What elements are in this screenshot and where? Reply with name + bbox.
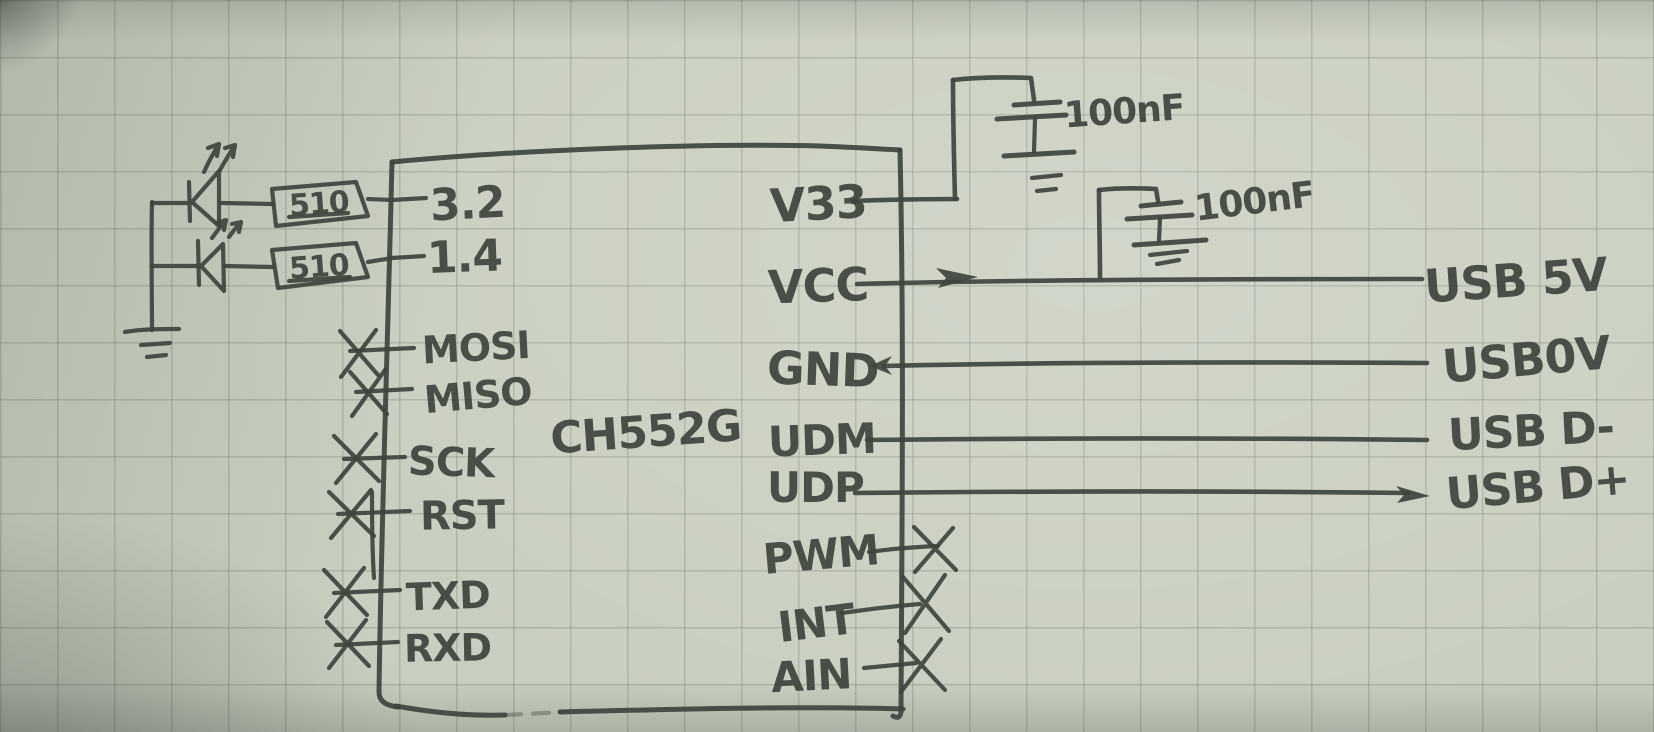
int-no-connect-x-icon [900,572,952,636]
cap1-ground-icon [1001,149,1077,159]
rst-no-connect-x-icon [326,487,377,541]
pwm-no-connect-x-icon [911,524,959,575]
ain-no-connect-x-icon [896,636,948,695]
led1-icon-cathode-bar [186,179,193,224]
cap2-stem [1156,216,1163,243]
vcc-arrowhead-icon [936,268,978,288]
pin-label-udm: UDM [767,414,876,467]
pin-label-sck: SCK [407,438,498,487]
led-indicator-circuit: 510 510 [122,141,429,360]
vcc-wire [854,276,1425,287]
led1-icon-arrow2 [217,142,238,173]
chip-right-pins: V33 VCC GND UDM UDP PWM INT AIN [761,174,959,702]
ground-icon [122,326,182,335]
resistor1-underline [286,210,351,220]
chip-edge-bottom-right [557,705,906,715]
cap1-ground-bar3 [1034,186,1059,194]
txd-no-connect-x-icon [321,565,370,620]
net-label-usb-dplus: USB D+ [1444,453,1631,520]
chip-edge-left [376,159,401,710]
net-label-usb-dminus: USB D- [1447,402,1615,462]
udm-wire [864,436,1430,443]
sck-no-connect-x-icon [331,431,382,486]
cap1-value: 100nF [1063,87,1186,136]
pin-label-3-2: 3.2 [429,177,507,232]
chip-label: CH552G [549,400,743,464]
int-pin-stub [839,601,923,616]
pin-label-v33: V33 [769,174,868,233]
pin-label-rxd: RXD [404,625,492,671]
resistor1-value: 510 [288,185,350,224]
chip-edge-right [890,147,905,720]
cap2-value: 100nF [1192,174,1316,229]
cap2-ground-bar2 [1147,248,1190,258]
v33-decoupling: 100nF [850,75,1186,204]
gnd-wire [881,360,1430,369]
resistor1-wire-to-chip [365,195,429,203]
udp-wire [852,489,1411,496]
cap1-stem [1031,116,1038,155]
led2-icon-arrow2 [226,219,244,240]
miso-no-connect-x-icon [347,367,390,419]
pin-label-int: INT [775,594,858,652]
cap1-riser [950,77,958,202]
v33-wire [850,196,960,204]
pin-label-txd: TXD [405,573,490,620]
led2-icon-cathode-bar [195,238,202,288]
cap2-riser [1096,187,1103,280]
udp-arrowhead-icon [1396,486,1430,503]
led2-icon-arrow1 [209,217,229,241]
cap1-icon-plate1 [1011,99,1063,108]
vcc-usb5v-net: 100nF USB 5V [854,174,1610,314]
led2-icon-triangle [198,241,227,294]
resistor2-wire-to-chip [365,253,427,265]
pin-label-mosi: MOSI [421,323,531,373]
led2-wire-right [222,263,276,270]
pin-label-rst: RST [420,492,506,539]
net-label-usb-0v: USB0V [1440,325,1614,394]
pin-label-1-4: 1.4 [426,230,503,284]
led1-wire-right [218,200,276,207]
ground-icon-bar3 [144,352,169,360]
mosi-no-connect-x-icon [337,327,381,380]
pin-label-pwm: PWM [761,525,881,584]
cap1-top-run [950,75,1037,103]
ain-pin-stub [861,660,919,671]
cap2-ground-bar3 [1154,257,1182,267]
pin-label-miso: MISO [422,369,533,422]
cap2-top-run [1096,186,1161,204]
ground-icon-bar2 [138,340,173,348]
cap2-icon-plate1 [1138,199,1184,209]
pin-label-ain: AIN [770,649,853,702]
net-label-usb-5v: USB 5V [1422,247,1610,314]
pin-label-vcc: VCC [767,257,869,314]
resistor2-box [269,240,371,291]
rxd-no-connect-x-icon [324,617,372,671]
pin-label-udp: UDP [767,463,864,512]
gnd-arrowhead-icon [870,356,892,375]
cap2-ground-icon [1131,237,1209,248]
resistor2-underline [286,274,353,284]
chip-edge-bottom-faint [502,709,568,718]
chip-edge-bottom-left [393,703,508,718]
chip-edge-top [389,142,903,165]
usb-data-nets: USB0V USB D- USB D+ [852,325,1631,520]
cap1-icon-plate2 [994,112,1069,122]
led1-icon-arrow1 [201,141,222,175]
pin-label-gnd: GND [766,340,879,398]
chip-left-pins: 3.2 1.4 MOSI MISO SCK RST TXD RXD [321,177,533,671]
resistor1-box [269,179,371,229]
cap1-ground-bar2 [1029,172,1064,181]
resistor2-value: 510 [288,248,350,287]
led1-icon-triangle [189,168,222,229]
